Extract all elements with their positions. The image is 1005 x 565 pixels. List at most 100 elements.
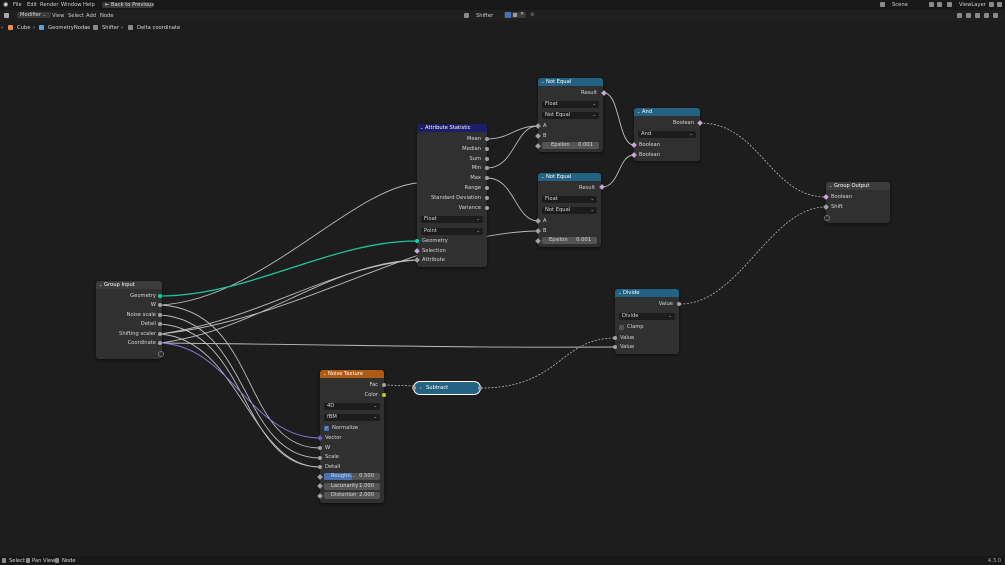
collapse-arrow-icon[interactable]: ⌄	[99, 282, 103, 287]
mean-output-socket[interactable]	[485, 137, 489, 141]
geometry-input-socket[interactable]	[415, 239, 419, 243]
detail-input-socket[interactable]	[318, 465, 322, 469]
new-scene-icon[interactable]	[929, 2, 934, 7]
detail-output-socket[interactable]	[158, 322, 162, 326]
breadcrumb-item-cube[interactable]: Cube	[17, 25, 31, 31]
group-input-node[interactable]: ⌄Group Input Geometry W Noise scale Deta…	[96, 281, 162, 359]
empty-output-socket[interactable]	[158, 351, 164, 357]
fullscreen-icon[interactable]	[993, 13, 998, 18]
value-input-socket-1[interactable]	[613, 336, 617, 340]
overlay-icon[interactable]	[966, 13, 971, 18]
not-equal-node-2[interactable]: ⌄Not Equal Result Float⌄ Not Equal⌄ A B …	[538, 173, 601, 247]
collapse-arrow-icon[interactable]: ⌄	[420, 125, 424, 130]
domain-dropdown[interactable]: Point⌄	[421, 228, 483, 235]
node-tree-icon[interactable]	[464, 13, 469, 18]
noise-texture-node[interactable]: ⌄Noise Texture Fac Color 4D⌄ fBM⌄ ✓ Norm…	[320, 370, 384, 503]
file-menu[interactable]: File	[13, 2, 22, 8]
close-icon[interactable]: ✕	[520, 11, 525, 17]
select-menu[interactable]: Select	[68, 13, 85, 19]
and-node[interactable]: ⌄And Boolean And⌄ Boolean Boolean	[634, 108, 700, 161]
color-output-socket[interactable]	[382, 393, 386, 397]
breadcrumb-item-delta-coordinate[interactable]: Delta coordinate	[137, 25, 181, 31]
attribute-statistic-header[interactable]: ⌄Attribute Statistic	[417, 124, 487, 132]
collapse-arrow-icon[interactable]: ⌄	[323, 371, 327, 376]
window-menu[interactable]: Window	[61, 2, 82, 8]
collapse-arrow-icon[interactable]: ⌄	[541, 174, 545, 179]
view-menu[interactable]: View	[52, 13, 65, 19]
standard-deviation-output-socket[interactable]	[485, 196, 489, 200]
noise-type-dropdown[interactable]: fBM⌄	[324, 414, 380, 421]
new-view-layer-icon[interactable]	[989, 2, 994, 7]
divide-header[interactable]: ⌄Divide	[615, 289, 679, 297]
subtract-output-socket[interactable]	[478, 386, 482, 390]
range-output-socket[interactable]	[485, 186, 489, 190]
delete-scene-icon[interactable]	[937, 2, 942, 7]
value-input-socket-2[interactable]	[613, 345, 617, 349]
attribute-statistic-node[interactable]: ⌄Attribute Statistic Mean Median Sum Min…	[417, 124, 487, 267]
noise-texture-header[interactable]: ⌄Noise Texture	[320, 370, 384, 378]
w-input-socket[interactable]	[318, 446, 322, 450]
breadcrumb-item-shifter[interactable]: Shifter	[102, 25, 120, 31]
not-equal-node-1[interactable]: ⌄Not Equal Result Float⌄ Not Equal⌄ A B …	[538, 78, 603, 152]
shifting-scaler-output-socket[interactable]	[158, 332, 162, 336]
clamp-checkbox[interactable]	[619, 325, 624, 330]
fac-output-socket[interactable]	[382, 383, 386, 387]
help-menu[interactable]: Help	[83, 2, 95, 8]
node-menu[interactable]: Node	[100, 13, 114, 19]
options-icon[interactable]	[984, 13, 989, 18]
subtract-input-socket[interactable]	[412, 386, 416, 390]
edit-menu[interactable]: Edit	[27, 2, 38, 8]
compare-mode-dropdown[interactable]: Not Equal⌄	[542, 207, 597, 214]
breadcrumb-item-geometrynodes[interactable]: GeometryNodes	[48, 25, 91, 31]
collapse-arrow-icon[interactable]: ⌄	[637, 109, 641, 114]
editor-mode-dropdown[interactable]: Modifier ⌄	[17, 12, 51, 18]
normalize-checkbox[interactable]: ✓	[324, 425, 329, 431]
empty-input-socket[interactable]	[824, 215, 830, 221]
expand-arrow-icon[interactable]: ›	[420, 385, 422, 390]
noise-scale-output-socket[interactable]	[158, 313, 162, 317]
min-output-socket[interactable]	[485, 166, 489, 170]
sum-output-socket[interactable]	[485, 157, 489, 161]
sidebar-toggle-icon[interactable]	[975, 13, 980, 18]
group-input-header[interactable]: ⌄Group Input	[96, 281, 162, 289]
geometry-output-socket[interactable]	[158, 294, 162, 298]
median-output-socket[interactable]	[485, 147, 489, 151]
divide-node[interactable]: ⌄Divide Value Divide⌄ Clamp Value Value	[615, 289, 679, 354]
math-operation-dropdown[interactable]: Divide⌄	[619, 313, 675, 320]
back-to-previous-button[interactable]: ⇤ Back to Previous	[102, 2, 154, 8]
scene-icon[interactable]	[880, 2, 885, 7]
scene-name[interactable]: Scene	[892, 2, 908, 8]
group-output-node[interactable]: ⌄Group Output Boolean Shift	[826, 182, 890, 223]
blender-logo-icon[interactable]: ◉	[3, 1, 9, 8]
subtract-node[interactable]: › Subtract	[414, 382, 480, 394]
not-equal-header-2[interactable]: ⌄Not Equal	[538, 173, 601, 181]
value-output-socket[interactable]	[677, 302, 681, 306]
data-type-dropdown[interactable]: Float⌄	[542, 196, 597, 203]
collapse-arrow-icon[interactable]: ⌄	[541, 79, 545, 84]
node-group-name[interactable]: Shifter	[476, 13, 494, 19]
snap-icon[interactable]	[957, 13, 962, 18]
w-output-socket[interactable]	[158, 303, 162, 307]
and-header[interactable]: ⌄And	[634, 108, 700, 116]
render-menu[interactable]: Render	[40, 2, 59, 8]
dimensions-dropdown[interactable]: 4D⌄	[324, 403, 380, 410]
boolean-math-mode-dropdown[interactable]: And⌄	[638, 131, 696, 138]
add-menu[interactable]: Add	[86, 13, 97, 19]
shield-icon[interactable]	[505, 12, 511, 18]
roughness-slider[interactable]: Roughn...0.500	[324, 473, 380, 480]
scale-input-socket[interactable]	[318, 456, 322, 460]
group-output-header[interactable]: ⌄Group Output	[826, 182, 890, 190]
view-layer-icon[interactable]	[947, 2, 952, 7]
not-equal-header-1[interactable]: ⌄Not Equal	[538, 78, 603, 86]
compare-mode-dropdown[interactable]: Not Equal⌄	[542, 112, 599, 119]
data-type-dropdown[interactable]: Float⌄	[542, 101, 599, 108]
node-editor-type-icon[interactable]	[4, 13, 9, 18]
max-output-socket[interactable]	[485, 176, 489, 180]
data-type-dropdown[interactable]: Float⌄	[421, 216, 483, 223]
coordinate-output-socket[interactable]	[158, 341, 162, 345]
collapse-arrow-icon[interactable]: ⌄	[618, 290, 622, 295]
